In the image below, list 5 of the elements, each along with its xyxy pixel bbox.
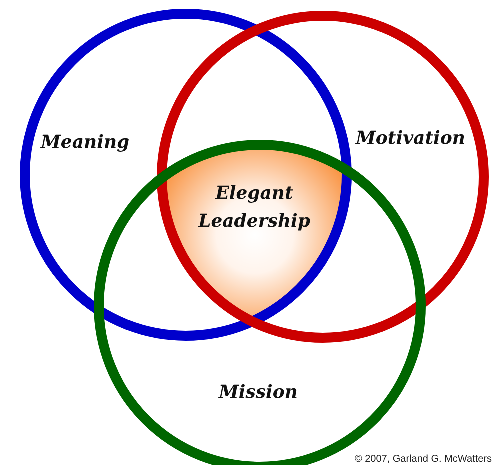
circle-label: Meaning: [41, 131, 130, 155]
circle-label: Mission: [219, 381, 298, 405]
intersection-label: Elegant Leadership: [197, 182, 312, 234]
copyright-note: © 2007, Garland G. McWatters: [354, 454, 492, 465]
circle-label: Motivation: [356, 127, 466, 151]
